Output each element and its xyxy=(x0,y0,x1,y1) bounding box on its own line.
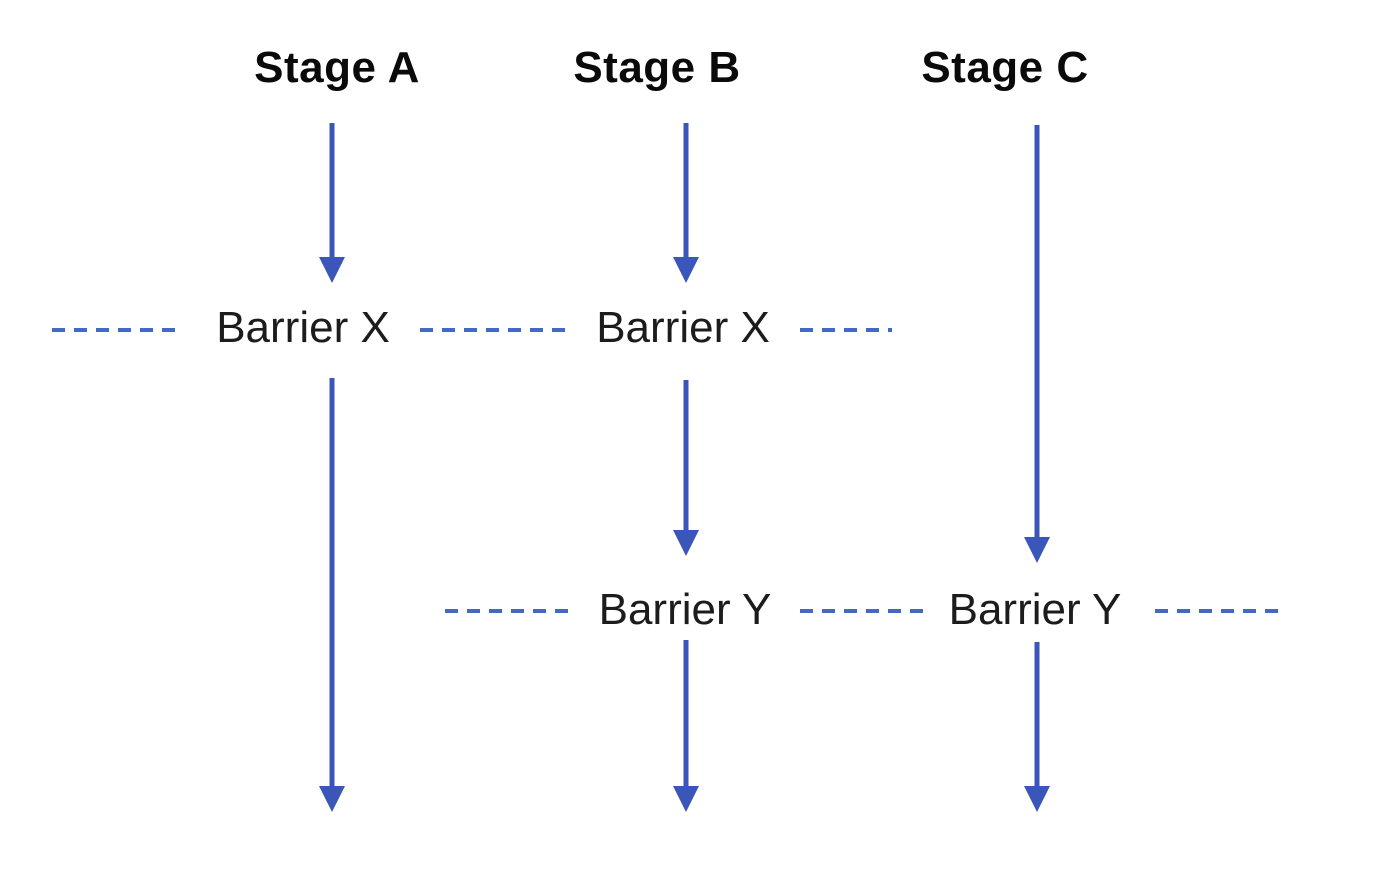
stage-b-arrowhead-3 xyxy=(673,786,699,812)
barrier-y-label-1: Barrier Y xyxy=(598,585,772,634)
barrier-y-label-2: Barrier Y xyxy=(948,585,1122,634)
barrier-x-label-1: Barrier X xyxy=(216,303,390,352)
barrier-x-label-2: Barrier X xyxy=(596,303,770,352)
stage-c-title: Stage C xyxy=(921,43,1089,92)
stage-c-arrowhead-2 xyxy=(1024,786,1050,812)
stage-a-arrowhead-1 xyxy=(319,257,345,283)
stage-a-title: Stage A xyxy=(254,43,420,92)
stage-b-arrowhead-2 xyxy=(673,530,699,556)
stage-a-arrowhead-2 xyxy=(319,786,345,812)
stage-b-arrowhead-1 xyxy=(673,257,699,283)
stage-c-arrowhead-1 xyxy=(1024,537,1050,563)
stage-b-title: Stage B xyxy=(573,43,741,92)
